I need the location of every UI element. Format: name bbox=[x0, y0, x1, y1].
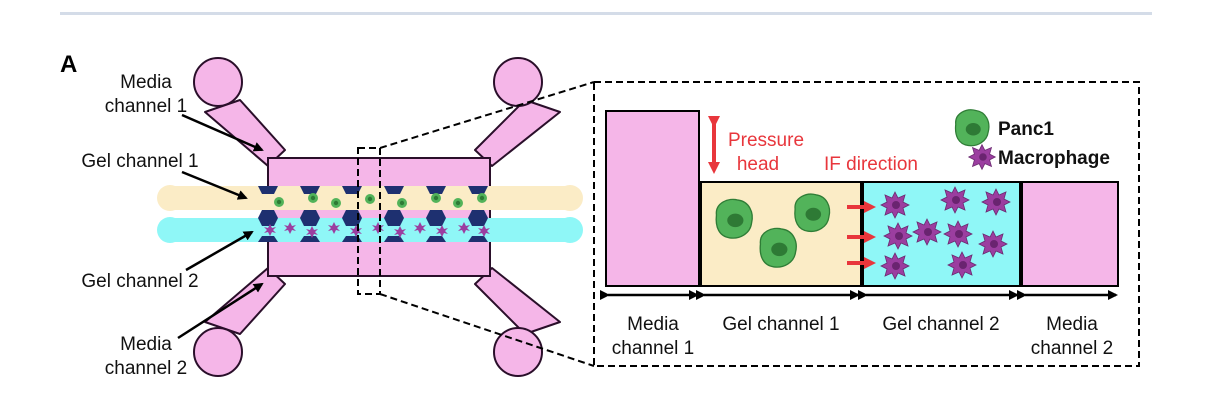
legend-macrophage-icon bbox=[968, 144, 996, 170]
zoom-line-top bbox=[379, 81, 595, 149]
label-if-direction: IF direction bbox=[824, 154, 918, 175]
legend-macrophage-label: Macrophage bbox=[998, 148, 1110, 169]
inset-label-gel-2: Gel channel 2 bbox=[882, 314, 999, 335]
inset-label-media-2-line1: Media bbox=[1046, 314, 1098, 335]
pointer-media-channel-1 bbox=[181, 113, 264, 152]
label-media-channel-2-line1: Media bbox=[120, 334, 172, 355]
label-media-channel-1-line2: channel 1 bbox=[105, 96, 187, 117]
media-arm-bottom-right bbox=[474, 267, 561, 335]
label-media-channel-2-line2: channel 2 bbox=[105, 358, 187, 379]
pointer-gel-channel-1 bbox=[181, 170, 248, 200]
label-pressure-head-line1: Pressure bbox=[728, 130, 804, 151]
pointer-media-channel-2 bbox=[177, 282, 264, 340]
zoom-selection-box bbox=[357, 147, 381, 295]
port-top-right bbox=[493, 57, 543, 107]
inset-frame bbox=[593, 81, 1140, 367]
inset-media-channel-1 bbox=[605, 110, 700, 287]
top-divider bbox=[60, 12, 1152, 15]
zoom-line-bottom bbox=[379, 293, 595, 367]
inset-media-channel-2 bbox=[1021, 181, 1119, 287]
inset-label-media-1-line1: Media bbox=[627, 314, 679, 335]
device-drawing bbox=[157, 57, 595, 377]
gel-channel-2-strip bbox=[157, 217, 583, 243]
port-bottom-left bbox=[193, 327, 243, 377]
media-arm-top-left bbox=[204, 99, 286, 167]
if-direction-arrows bbox=[847, 201, 876, 269]
inset-label-gel-1: Gel channel 1 bbox=[722, 314, 839, 335]
port-top-left bbox=[193, 57, 243, 107]
port-bottom-right bbox=[493, 327, 543, 377]
inset-label-media-2-line2: channel 2 bbox=[1031, 338, 1113, 359]
label-gel-channel-2: Gel channel 2 bbox=[81, 271, 198, 292]
label-gel-channel-1: Gel channel 1 bbox=[81, 151, 198, 172]
legend-panc1-label: Panc1 bbox=[998, 119, 1054, 140]
legend-panc1-icon bbox=[954, 109, 990, 147]
label-media-channel-1-line1: Media bbox=[120, 72, 172, 93]
media-arm-top-right bbox=[474, 99, 561, 167]
label-pressure-head-line2: head bbox=[737, 154, 779, 175]
pointer-gel-channel-2 bbox=[185, 230, 254, 272]
panel-label: A bbox=[60, 51, 77, 78]
inset-label-media-1-line2: channel 1 bbox=[612, 338, 694, 359]
media-arm-bottom-left bbox=[204, 267, 286, 335]
